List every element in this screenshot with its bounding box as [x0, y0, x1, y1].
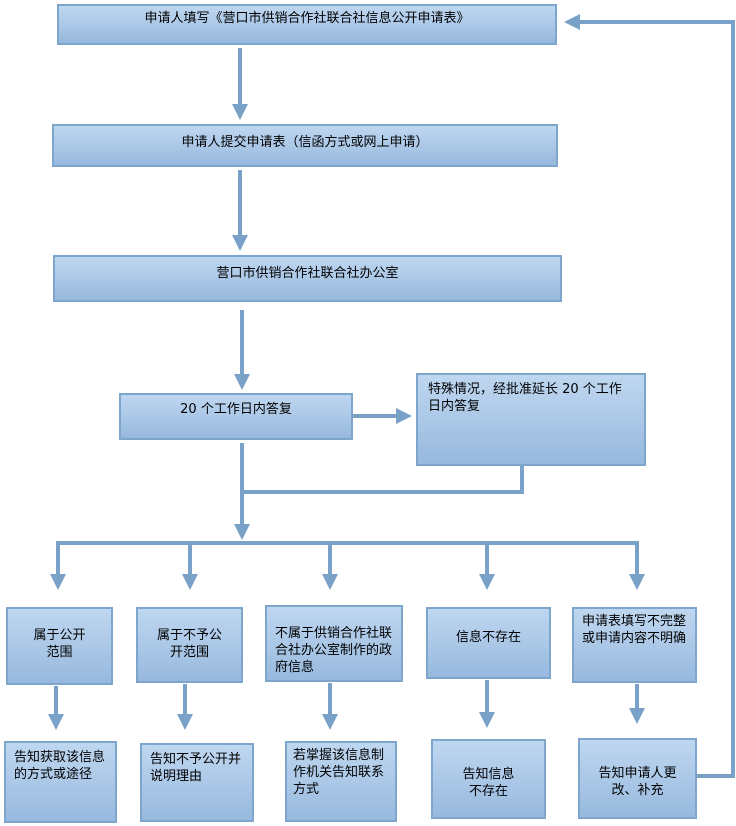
case-public: 属于公开范围 [6, 607, 113, 685]
line-extend-merge [242, 465, 524, 494]
case-not-exist: 信息不存在 [426, 607, 551, 679]
step-office: 营口市供销合作社联合社办公室 [53, 255, 562, 302]
result-public: 告知获取该信息的方式或途径 [4, 741, 117, 823]
result-incomplete: 告知申请人更改、补充 [578, 738, 697, 819]
result-not-exist: 告知信息不存在 [431, 739, 546, 819]
step-reply-20-days: 20 个工作日内答复 [119, 393, 353, 440]
case-incomplete: 申请表填写不完整或申请内容不明确 [572, 607, 697, 683]
result-not-own-info: 若掌握该信息制作机关告知联系方式 [285, 741, 397, 822]
result-not-public: 告知不予公开并说明理由 [140, 743, 254, 822]
step-fill-form: 申请人填写《营口市供销合作社联合社信息公开申请表》 [57, 4, 557, 45]
feedback-line [564, 14, 735, 778]
case-not-public: 属于不予公开范围 [136, 607, 243, 683]
step-extend: 特殊情况，经批准延长 20 个工作日内答复 [416, 373, 646, 466]
step-submit: 申请人提交申请表（信函方式或网上申请） [52, 124, 558, 167]
case-not-own-info: 不属于供销合作社联合社办公室制作的政府信息 [265, 605, 403, 682]
